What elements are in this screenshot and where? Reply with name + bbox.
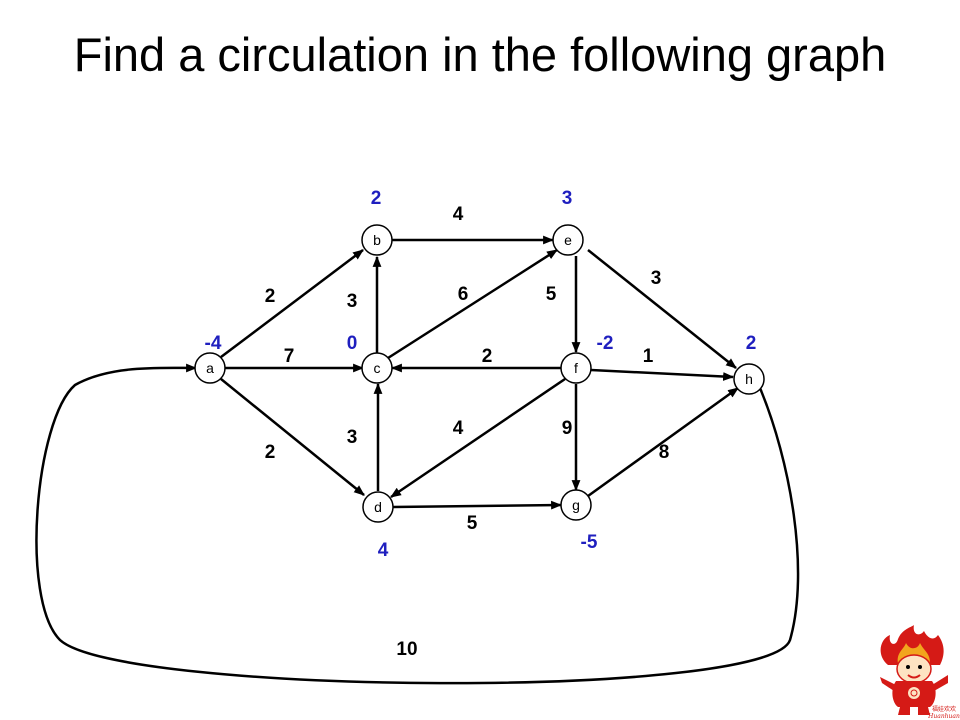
- edges: [35, 235, 800, 685]
- capacity-a-b: 2: [265, 286, 276, 307]
- edge-h-a: [35, 363, 800, 685]
- nodes: a b c d e f g h: [194, 224, 765, 523]
- node-h[interactable]: h: [733, 363, 765, 395]
- node-label-g: g: [572, 497, 580, 513]
- node-label-c: c: [374, 360, 381, 376]
- node-label-e: e: [564, 232, 572, 248]
- capacity-b-e: 4: [453, 204, 464, 225]
- edge-g-h: [587, 386, 739, 498]
- capacity-f-h: 1: [643, 346, 654, 367]
- demand-h: 2: [746, 333, 757, 354]
- capacity-g-h: 8: [659, 442, 670, 463]
- capacity-f-d: 4: [453, 418, 464, 439]
- capacity-h-a: 10: [396, 639, 417, 660]
- demand-a: -4: [205, 333, 222, 354]
- node-label-a: a: [206, 360, 214, 376]
- demand-c: 0: [347, 333, 358, 354]
- node-label-d: d: [374, 499, 382, 515]
- mascot-caption: 福娃欢欢: [932, 705, 956, 713]
- capacity-d-c: 3: [347, 427, 358, 448]
- edge-c-e: [387, 248, 558, 360]
- demand-g: -5: [581, 532, 598, 553]
- edge-f-h: [590, 368, 735, 381]
- node-a[interactable]: a: [194, 352, 226, 384]
- edge-capacities: 2 7 2 3 4 6 5 3 2 1 3 4 9 5 8 10: [265, 204, 670, 660]
- demand-e: 3: [562, 188, 573, 209]
- node-g[interactable]: g: [560, 489, 592, 521]
- node-c[interactable]: c: [361, 352, 393, 384]
- capacity-c-e: 6: [458, 284, 469, 305]
- olympic-mascot-huanhuan-icon: 福娃欢欢 Huanhuan: [880, 625, 960, 720]
- edge-a-b: [220, 249, 364, 358]
- slide-title: Find a circulation in the following grap…: [73, 28, 887, 81]
- edge-e-h: [587, 249, 737, 369]
- node-label-f: f: [574, 360, 578, 376]
- node-b[interactable]: b: [361, 224, 393, 256]
- mascot-subcaption: Huanhuan: [927, 713, 960, 720]
- demand-f: -2: [597, 333, 614, 354]
- edge-a-d: [220, 378, 365, 496]
- capacity-e-f: 5: [546, 284, 557, 305]
- node-label-h: h: [745, 371, 753, 387]
- capacity-d-g: 5: [467, 513, 478, 534]
- edge-f-d: [390, 377, 566, 499]
- demand-d: 4: [378, 540, 389, 561]
- capacity-a-c: 7: [284, 346, 295, 367]
- capacity-c-b: 3: [347, 291, 358, 312]
- node-f[interactable]: f: [560, 352, 592, 384]
- capacity-a-d: 2: [265, 442, 276, 463]
- edge-d-g: [392, 500, 563, 510]
- capacity-f-g: 9: [562, 418, 573, 439]
- node-demands: -4 2 0 4 3 -2 -5 2: [205, 188, 757, 561]
- demand-b: 2: [371, 188, 382, 209]
- node-label-b: b: [373, 232, 381, 248]
- capacity-e-h: 3: [651, 268, 662, 289]
- node-d[interactable]: d: [362, 491, 394, 523]
- node-e[interactable]: e: [552, 224, 584, 256]
- capacity-f-c: 2: [482, 346, 493, 367]
